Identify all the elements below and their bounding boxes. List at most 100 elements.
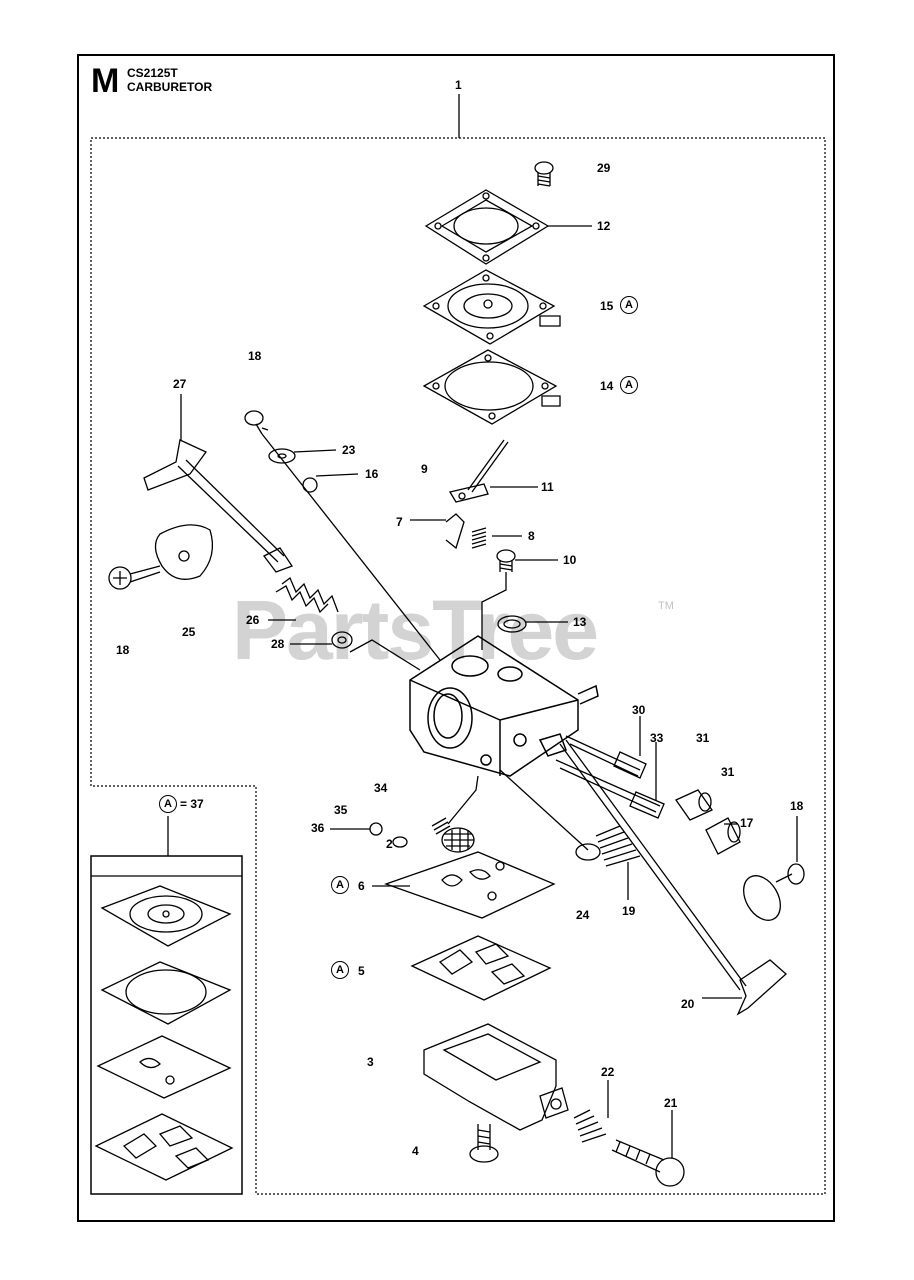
- callout-19: 19: [622, 904, 636, 918]
- callout-18-left: 18: [116, 643, 130, 657]
- link-10-body: [481, 572, 507, 650]
- part-26-spring: [275, 576, 339, 614]
- callout-8: 8: [528, 529, 535, 543]
- callout-31-a: 31: [696, 731, 710, 745]
- diagram-title: CARBURETOR: [127, 80, 213, 94]
- part-21-screw: [611, 1139, 685, 1187]
- callout-6: 6: [358, 879, 365, 893]
- part-34-fitting: [431, 817, 451, 835]
- kit-gasket-ring: [100, 961, 232, 1025]
- callout-25: 25: [182, 625, 196, 639]
- part-14-gasket: [422, 349, 561, 425]
- callout-20: 20: [681, 997, 695, 1011]
- part-4-screw: [469, 1124, 499, 1163]
- link-16-body: [261, 433, 441, 661]
- callout-1: 1: [455, 78, 462, 92]
- part-7-pin: [445, 513, 465, 550]
- part-5-gasket: [410, 935, 552, 1001]
- callout-31-b: 31: [721, 765, 735, 779]
- callout-15: 15: [600, 299, 614, 313]
- callout-35: 35: [334, 803, 348, 817]
- part-8-spring: [471, 527, 487, 549]
- part-31-limiter-cap: [675, 789, 713, 821]
- part-18-screw-right: [775, 863, 805, 885]
- kit-badge-14: A: [620, 376, 638, 394]
- part-13-seal: [497, 615, 527, 633]
- part-24-screw: [499, 769, 601, 861]
- callout-21: 21: [664, 1096, 678, 1110]
- part-25-plate: [154, 524, 214, 580]
- callout-22: 22: [601, 1065, 615, 1079]
- callout-33: 33: [650, 731, 664, 745]
- part-19-spring: [595, 825, 641, 867]
- callout-24: 24: [576, 908, 590, 922]
- part-29-screw: [534, 161, 554, 187]
- part-27-throttle-shaft: [143, 439, 293, 573]
- kit-badge-5: A: [331, 961, 349, 979]
- kit-pump-gasket: [94, 1113, 234, 1181]
- callout-2: 2: [386, 837, 393, 851]
- part-28-washer: [331, 631, 353, 649]
- callout-7: 7: [396, 515, 403, 529]
- watermark: PartsTree: [232, 583, 599, 677]
- part-33-needle: [555, 759, 665, 819]
- part-23-washer: [268, 448, 296, 464]
- part-12-cover: [424, 189, 550, 265]
- part-17-cap: [705, 817, 741, 855]
- choke-plate: [743, 875, 781, 921]
- callout-16: 16: [365, 467, 379, 481]
- callout-4: 4: [412, 1144, 419, 1158]
- part-30-needle: [565, 735, 647, 779]
- link-28-body: [349, 639, 421, 671]
- part-16-clip: [302, 477, 318, 493]
- carburetor-body: [409, 635, 599, 777]
- part-3-pump-cover: [423, 1023, 569, 1131]
- callout-26: 26: [246, 613, 260, 627]
- callout-36: 36: [311, 821, 325, 835]
- part-20-choke-shaft: [559, 739, 787, 1016]
- kit-badge-6: A: [331, 876, 349, 894]
- callout-17: 17: [740, 816, 754, 830]
- part-35-seal: [392, 836, 408, 848]
- part-18-screw-left: [108, 565, 161, 590]
- callout-28: 28: [271, 637, 285, 651]
- section-letter: M: [91, 62, 120, 100]
- part-18-top-screw: [244, 410, 269, 435]
- link-34-body: [447, 775, 479, 825]
- leader-16: [315, 473, 359, 477]
- callout-9: 9: [421, 462, 428, 476]
- kit-cover-diaphragm: [100, 885, 232, 947]
- filter-screen: [441, 827, 475, 853]
- kit-gasket-plate: [96, 1035, 232, 1099]
- part-6-gasket: [384, 851, 556, 919]
- kit-box: [90, 855, 243, 1195]
- part-36-ball: [369, 822, 383, 836]
- leader-23: [293, 449, 337, 453]
- callout-11: 11: [541, 480, 554, 494]
- callout-14: 14: [600, 379, 614, 393]
- callout-3: 3: [367, 1055, 374, 1069]
- assembly-boundary: [90, 137, 826, 1195]
- callout-34: 34: [374, 781, 388, 795]
- callout-27: 27: [173, 377, 187, 391]
- kit-badge-15: A: [620, 296, 638, 314]
- callout-30: 30: [632, 703, 646, 717]
- callout-10: 10: [563, 553, 577, 567]
- callout-13: 13: [573, 615, 587, 629]
- kit-equals-37: = 37: [180, 797, 204, 811]
- callout-23: 23: [342, 443, 356, 457]
- callout-5: 5: [358, 964, 365, 978]
- callout-18-right: 18: [790, 799, 804, 813]
- watermark-trademark: TM: [658, 600, 674, 612]
- part-22-spring: [573, 1109, 607, 1143]
- callout-29: 29: [597, 161, 611, 175]
- callout-12: 12: [597, 219, 611, 233]
- part-15-diaphragm: [422, 269, 561, 345]
- kit-badge: A: [159, 795, 177, 813]
- diagram-frame: [77, 54, 835, 1222]
- model-number: CS2125T: [127, 66, 178, 80]
- part-11-needle-lever: [448, 439, 509, 503]
- callout-18-top: 18: [248, 349, 262, 363]
- part-10-screw: [496, 549, 516, 572]
